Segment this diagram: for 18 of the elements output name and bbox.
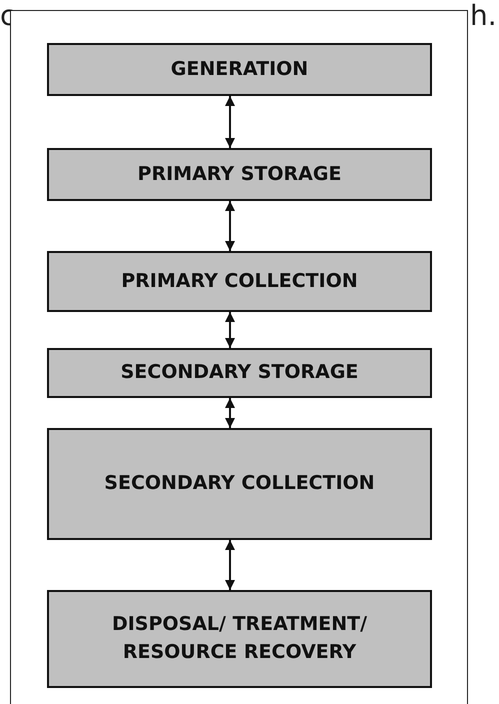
arrow — [225, 201, 235, 251]
process-label: PRIMARY COLLECTION — [120, 268, 359, 294]
process-box — [47, 43, 432, 96]
process-label: PRIMARY STORAGE — [136, 162, 342, 187]
text-fragment: h. — [470, 2, 497, 30]
process-label: SECONDARY COLLECTION — [103, 471, 376, 496]
process-label: DISPOSAL/ TREATMENT/ RESOURCE RECOVERY — [110, 612, 368, 665]
process-box — [47, 251, 432, 312]
arrow — [225, 96, 235, 148]
process-box — [47, 348, 432, 398]
process-box — [47, 590, 432, 688]
arrow — [225, 398, 235, 428]
process-box — [47, 148, 432, 201]
process-box — [47, 428, 432, 540]
process-label: SECONDARY STORAGE — [120, 360, 360, 386]
arrow — [225, 540, 235, 590]
arrow — [225, 312, 235, 348]
process-label: GENERATION — [170, 56, 310, 82]
